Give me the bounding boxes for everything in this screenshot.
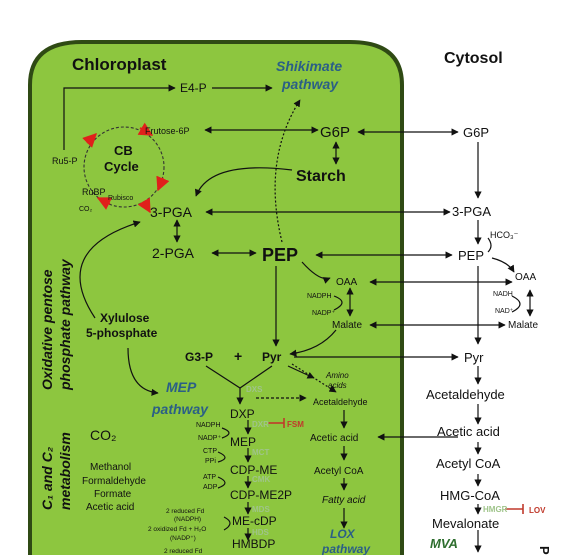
dxr-enzyme: DXR (252, 420, 269, 429)
chloroplast-compartment (28, 40, 404, 555)
xylulose-label-2: 5-phosphate (86, 326, 158, 340)
mct-enzyme: MCT (252, 448, 269, 457)
rubp-label: RuBP (82, 187, 106, 197)
mep-pathway-label-2: pathway (151, 401, 209, 417)
lov-label: LOV (529, 506, 546, 515)
fsm-label: FSM (287, 420, 304, 429)
cdp-me2p-label: CDP-ME2P (230, 488, 292, 502)
rubisco-label: Rubisco (108, 195, 133, 202)
ctp-label: CTP (203, 448, 217, 455)
malate-chloro-label: Malate (332, 320, 362, 331)
oaa-chloro-label: OAA (336, 277, 357, 288)
pga2-chloro-label: 2-PGA (152, 245, 195, 261)
nadph-mep-label: NADPH (196, 422, 221, 429)
nad-label: NAD⁺ (495, 308, 514, 315)
malate-cyto-label: Malate (508, 320, 538, 331)
pyr-cyto-label: Pyr (464, 350, 484, 365)
methanol-label: Methanol (90, 462, 131, 473)
formaldehyde-label: Formaldehyde (82, 476, 146, 487)
nadh-label: NADH (493, 291, 513, 298)
dxs-enzyme: DXS (246, 385, 263, 394)
starch-label: Starch (296, 168, 346, 185)
fd3-label: 2 reduced Fd (164, 548, 203, 555)
cb-cycle-loop (82, 122, 170, 214)
pyr-chloro-label: Pyr (262, 350, 282, 364)
c1-acetic-acid-label: Acetic acid (86, 502, 134, 513)
ppi-label: PPi (205, 458, 216, 465)
lox-label: LOX (330, 527, 356, 541)
oxidative-pentose-label: Oxidative pentose (39, 269, 55, 390)
mds-enzyme: MDS (252, 505, 270, 514)
fd1-label-2: (NADPH) (174, 516, 201, 523)
pga3-cyto-label: 3-PGA (452, 204, 491, 219)
nadp-mep-label: NADP⁺ (198, 435, 221, 442)
lox-label-2: pathway (321, 542, 371, 555)
amino-acids-label-2: acids (328, 381, 347, 390)
cytosol-label: Cytosol (444, 50, 503, 67)
me-cdp-label: ME-cDP (232, 514, 277, 528)
xylulose-label: Xylulose (100, 311, 150, 325)
acetaldehyde-cyto-label: Acetaldehyde (426, 387, 505, 402)
e4p-label: E4-P (180, 81, 207, 95)
mevalonate-label: Mevalonate (432, 516, 499, 531)
hmgr-enzyme: HMGR (483, 505, 508, 514)
chloroplast-label: Chloroplast (72, 55, 167, 74)
hmbdp-label: HMBDP (232, 537, 275, 551)
edge-letter: P (537, 546, 552, 555)
oaa-cyto-label: OAA (515, 272, 536, 283)
cb-cycle-label-2: Cycle (104, 159, 139, 174)
g3p-label: G3-P (185, 350, 213, 364)
adp-label: ADP (203, 484, 218, 491)
nadph-chloro-label: NADPH (307, 293, 332, 300)
fatty-acid-label: Fatty acid (322, 495, 366, 506)
c1c2-label-2: metabolism (57, 432, 73, 510)
nadp-chloro-label: NADP⁺ (312, 310, 335, 317)
pga3-chloro-label: 3-PGA (150, 204, 193, 220)
pep-chloro-label: PEP (262, 245, 298, 265)
inhibitor-lines (268, 418, 524, 514)
g6p-chloro-label: G6P (320, 124, 350, 141)
mep-label: MEP (230, 435, 256, 449)
formate-label: Formate (94, 489, 132, 500)
shikimate-label: Shikimate (276, 58, 342, 74)
acetyl-coa-cyto-label: Acetyl CoA (436, 456, 501, 471)
plus-label: + (234, 348, 242, 364)
shikimate-label-2: pathway (281, 76, 339, 92)
acetaldehyde-chloro-label: Acetaldehyde (313, 397, 368, 407)
c1c2-label: C₁ and C₂ (39, 447, 55, 510)
cdp-me-label: CDP-ME (230, 463, 277, 477)
fd2-label-2: (NADP⁺) (170, 535, 196, 542)
frutose6p-label: Frutose-6P (145, 126, 190, 136)
hco3-label: HCO₃⁻ (490, 230, 519, 240)
g6p-cyto-label: G6P (463, 125, 489, 140)
ru5p-label: Ru5-P (52, 156, 78, 166)
dxp-label: DXP (230, 407, 255, 421)
hds-enzyme: HDS (252, 528, 270, 537)
hmg-coa-label: HMG-CoA (440, 488, 500, 503)
co2-small-label: CO₂ (79, 206, 93, 213)
oxidative-pentose-label-2: phosphate pathway (57, 258, 73, 391)
acetic-acid-chloro-label: Acetic acid (310, 433, 358, 444)
acetyl-coa-chloro-label: Acetyl CoA (314, 466, 364, 477)
pep-cyto-label: PEP (458, 248, 484, 263)
atp-label: ATP (203, 474, 216, 481)
mep-pathway-label: MEP (166, 379, 197, 395)
fd1-label: 2 reduced Fd (166, 508, 205, 515)
acetic-acid-cyto-label: Acetic acid (437, 424, 500, 439)
cb-cycle-label: CB (114, 143, 133, 158)
amino-acids-label: Amino (325, 371, 349, 380)
fd2-label: 2 oxidized Fd + H₂O (148, 526, 206, 533)
mva-label: MVA (430, 536, 458, 551)
co2-chloro-label: CO₂ (90, 427, 116, 443)
cmk-enzyme: CMK (252, 475, 270, 484)
